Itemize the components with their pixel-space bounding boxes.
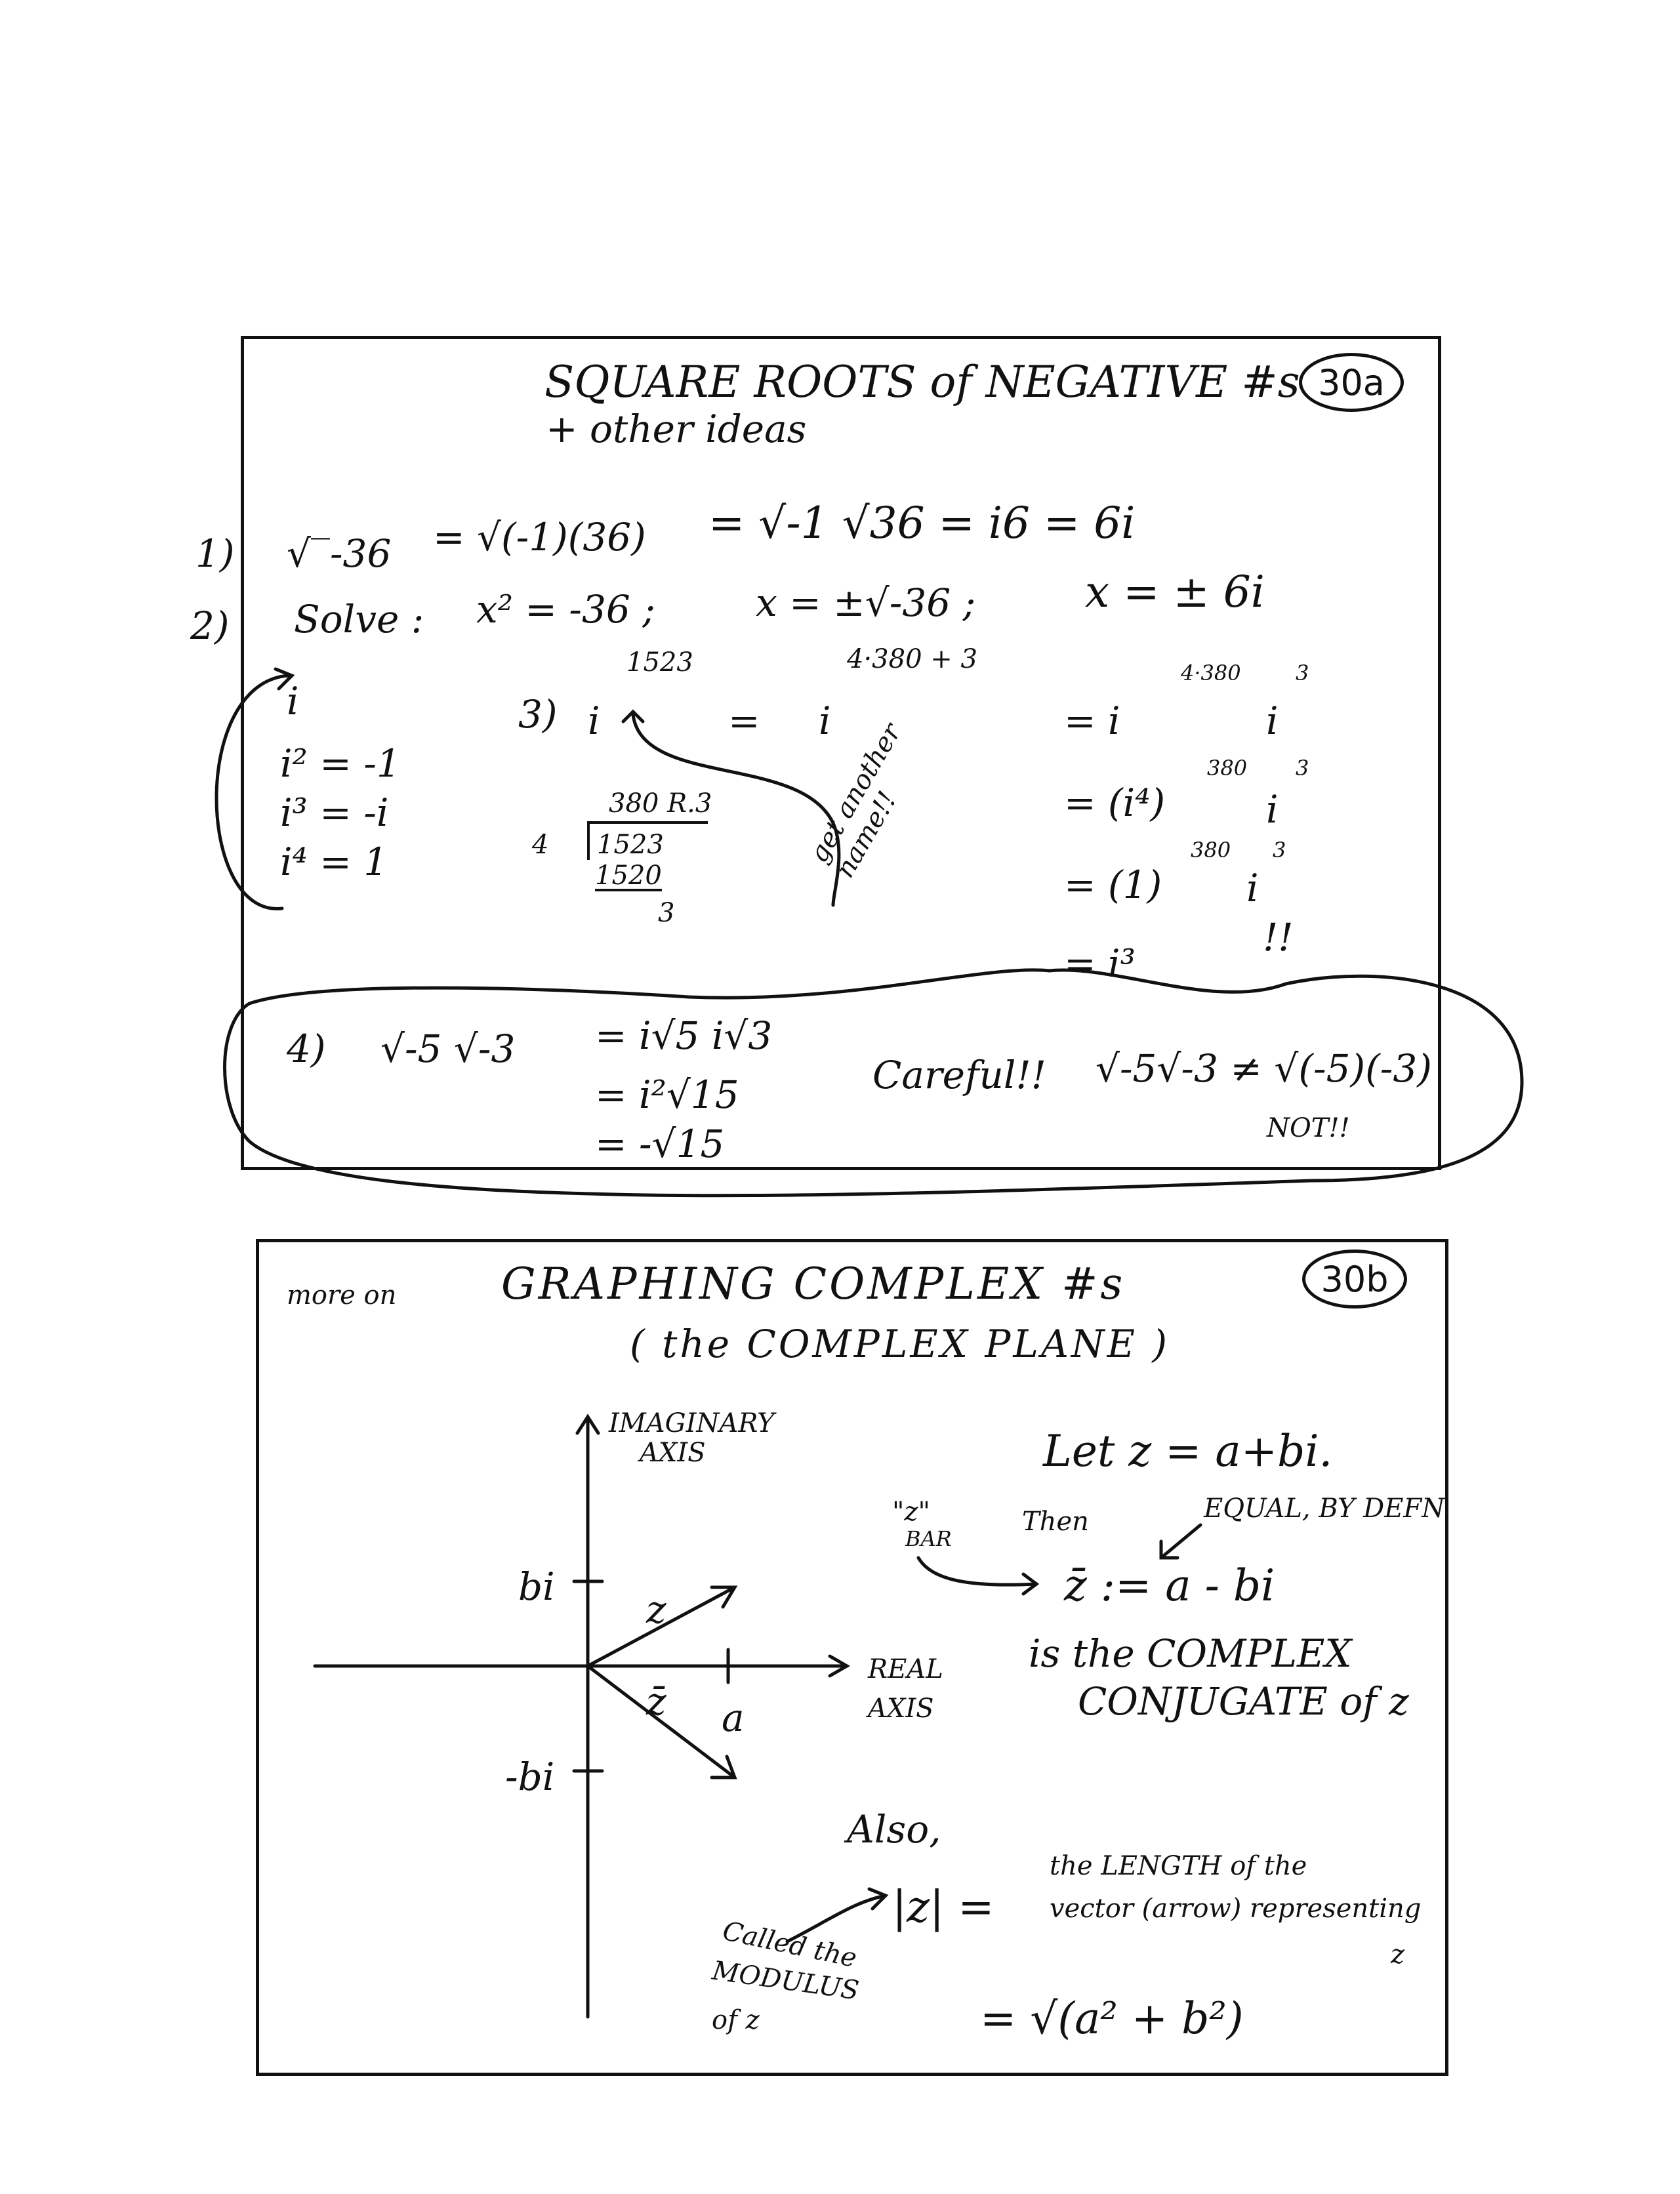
imaginary-axis — [575, 1413, 600, 2019]
section-a-title: SQUARE ROOTS of NEGATIVE #s — [544, 357, 1300, 407]
defn-pointer-arrow — [1159, 1523, 1202, 1560]
real-axis — [313, 1654, 851, 1678]
ex3-line2-exp1: 380 — [1207, 756, 1248, 781]
conjugate-text-1: is the COMPLEX — [1029, 1631, 1352, 1676]
cycle-arrow-icon — [215, 667, 295, 910]
real-axis-label-2: AXIS — [868, 1694, 934, 1724]
page-number-text: 30b — [1321, 1258, 1389, 1300]
careful-label: Careful!! — [872, 1053, 1046, 1097]
ex3-line1-i2: i — [1266, 699, 1279, 743]
division-bracket — [587, 821, 708, 860]
z-bar-pointer-arrow — [916, 1556, 1040, 1596]
ex1-lhs: √‾-36 — [287, 531, 392, 576]
division-divisor: 4 — [532, 830, 549, 860]
ex3-line3-i: i — [1246, 866, 1259, 910]
conjugate-definition: z̄ := a - bi — [1064, 1560, 1275, 1611]
section-b-subtitle: ( the COMPLEX PLANE ) — [630, 1322, 1170, 1366]
ex2-equation: x² = -36 ; — [476, 587, 655, 632]
section-4-loop — [223, 968, 1524, 1198]
ex3-line2-exp2: 3 — [1296, 756, 1309, 781]
z-bar-vector-arrow — [586, 1664, 737, 1779]
ex3-base: i — [588, 699, 600, 743]
not-label: NOT!! — [1267, 1113, 1350, 1143]
exponent-arrow-icon — [621, 709, 841, 907]
let-statement: Let z = a+bi. — [1043, 1426, 1333, 1476]
section-b-title: GRAPHING COMPLEX #s — [501, 1259, 1126, 1309]
ex1-step2: = √-1 √36 = i6 = 6i — [708, 498, 1136, 548]
section-a-subtitle: + other ideas — [546, 407, 807, 451]
ex3-number: 3) — [518, 692, 558, 737]
page-number-text: 30a — [1318, 361, 1385, 403]
ex3-line2: = (i⁴) — [1064, 781, 1166, 825]
called-text-3: of z — [712, 2005, 760, 2035]
ex3-line1-exp1: 4·380 — [1181, 660, 1241, 685]
ex3-line2-i: i — [1266, 787, 1279, 832]
z-vector-arrow — [586, 1585, 738, 1668]
z-vector-label: z — [646, 1587, 666, 1632]
section-b-prefix: more on — [287, 1280, 397, 1310]
bi-tick-label: bi — [518, 1564, 555, 1609]
conjugate-text-2: CONJUGATE of z — [1078, 1679, 1409, 1724]
imaginary-axis-label-2: AXIS — [640, 1438, 706, 1468]
also-label: Also, — [847, 1807, 941, 1852]
power-i3: i³ = -i — [280, 790, 389, 835]
ex1-step1: = √(-1)(36) — [433, 515, 646, 559]
ex3-line3-exp1: 380 — [1191, 838, 1231, 863]
length-text-3: z — [1391, 1940, 1405, 1970]
ex4-lhs: √-5 √-3 — [380, 1026, 516, 1071]
ex3-line3: = (1) — [1064, 863, 1162, 907]
division-quotient: 380 R.3 — [609, 788, 712, 819]
division-remainder: 3 — [658, 898, 675, 928]
then-label: Then — [1022, 1507, 1089, 1537]
ex4-step1: = i√5 i√3 — [595, 1013, 773, 1058]
ex1-number: 1) — [195, 531, 235, 576]
division-subtract: 1520 — [595, 861, 662, 891]
imaginary-axis-label: IMAGINARY — [609, 1408, 775, 1438]
ex2-label: Solve : — [294, 597, 424, 641]
power-i1: i — [287, 679, 299, 723]
real-axis-label: REAL — [868, 1654, 943, 1684]
z-bar-quote: "z" — [892, 1497, 930, 1527]
ex4-step2: = i²√15 — [595, 1072, 739, 1117]
length-text-2: vector (arrow) representing — [1050, 1894, 1422, 1924]
ex3-equals: = — [728, 699, 760, 743]
modulus-formula: = √(a² + b²) — [980, 1993, 1244, 2044]
ex2-step1: x = ±√-36 ; — [756, 580, 976, 625]
ex4-step3: = -√15 — [595, 1122, 725, 1166]
modulus-pointer-arrow — [785, 1887, 889, 1943]
ex3-exponent: 1523 — [626, 647, 693, 678]
division-dividend: 1523 — [597, 830, 664, 860]
ex3-line4-note: !! — [1263, 915, 1294, 960]
neg-bi-tick-label: -bi — [505, 1755, 555, 1799]
ex3-rhs-exponent: 4·380 + 3 — [847, 644, 977, 674]
section-b-frame — [256, 1239, 1448, 2076]
ex4-number: 4) — [287, 1026, 326, 1071]
ex3-line1: = i — [1064, 699, 1120, 743]
length-text-1: the LENGTH of the — [1050, 1851, 1307, 1881]
section-a-frame — [241, 336, 1441, 1170]
ex2-number: 2) — [190, 603, 230, 648]
modulus-expression: |z| = — [892, 1882, 994, 1932]
page-number-30a: 30a — [1299, 353, 1404, 412]
ex3-line1-exp2: 3 — [1296, 660, 1309, 685]
power-i4: i⁴ = 1 — [280, 840, 388, 884]
a-tick-label: a — [722, 1696, 745, 1740]
ex2-step2: x = ± 6i — [1085, 567, 1265, 617]
z-bar-word: BAR — [905, 1526, 952, 1551]
careful-equation: √-5√-3 ≠ √(-5)(-3) — [1096, 1046, 1432, 1091]
page-number-30b: 30b — [1302, 1249, 1407, 1309]
ex3-rhs-base: i — [819, 699, 831, 743]
power-i2: i² = -1 — [280, 741, 401, 786]
equal-by-defn: EQUAL, BY DEFN — [1204, 1493, 1445, 1524]
ex3-line3-exp2: 3 — [1273, 838, 1286, 863]
